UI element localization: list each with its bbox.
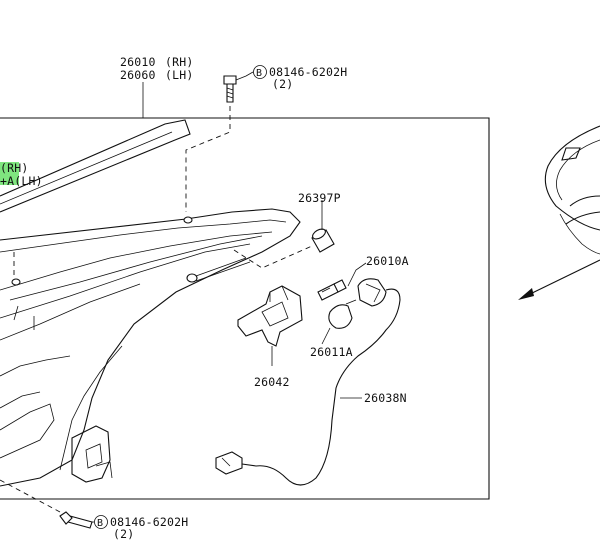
bolt-bottom-marker-circle: [94, 515, 108, 529]
label-highlight-lh: +A(LH): [0, 174, 43, 188]
socket-harness-26038N: [215, 278, 401, 486]
label-bolt-top-marker: B: [256, 68, 262, 79]
vehicle-inset: [518, 125, 600, 300]
frame-box: [0, 117, 490, 500]
bulb-26011A: [328, 299, 357, 329]
bracket-26042: [237, 285, 303, 347]
label-part-26010A: 26010A: [366, 254, 409, 268]
label-part-26397P: 26397P: [298, 191, 341, 205]
bolt-bottom: [59, 511, 93, 529]
label-bolt-bottom-marker: B: [97, 518, 103, 529]
label-part-26010-side: (RH): [165, 55, 194, 69]
label-bolt-top-code: 08146-6202H: [269, 65, 347, 79]
label-highlight-rh: (RH): [0, 161, 29, 175]
bolt-top-marker-circle: [253, 65, 267, 79]
label-part-26042: 26042: [254, 375, 290, 389]
label-part-26010: 26010: [120, 55, 156, 69]
label-bolt-bottom-code: 08146-6202H: [110, 515, 188, 529]
label-part-26060: 26060: [120, 68, 156, 82]
bolt-top: [223, 75, 237, 103]
label-part-26038N: 26038N: [364, 391, 407, 405]
highlight-marker: [0, 162, 19, 185]
label-part-26060-side: (LH): [165, 68, 194, 82]
screw-26010A: [317, 279, 347, 301]
headlamp-housing: [0, 119, 301, 487]
label-part-26011A: 26011A: [310, 345, 353, 359]
cap-26397P: [311, 228, 335, 253]
label-bolt-bottom-qty: (2): [113, 527, 134, 541]
label-bolt-top-qty: (2): [272, 77, 293, 91]
